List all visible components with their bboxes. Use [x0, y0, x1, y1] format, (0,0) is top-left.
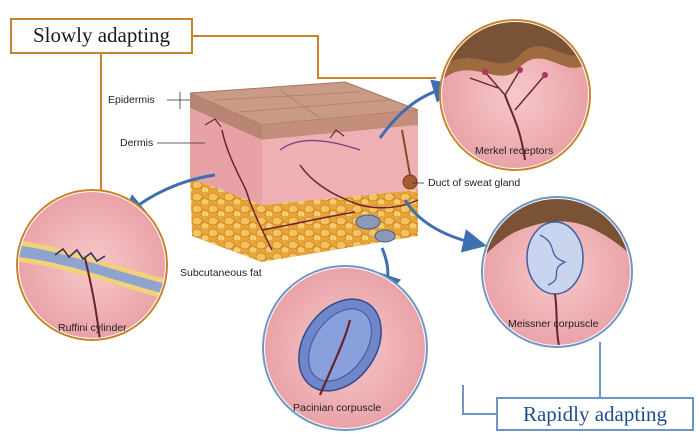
epidermis-leader	[167, 92, 190, 109]
dermis-label: Dermis	[120, 137, 153, 149]
slowly-adapting-label: Slowly adapting	[10, 18, 193, 54]
skin-block	[190, 82, 418, 262]
ruffini-illustration	[15, 190, 170, 340]
rapidly-adapting-label: Rapidly adapting	[496, 397, 694, 431]
slow-connector-top	[193, 36, 436, 78]
meissner-label: Meissner corpuscle	[508, 318, 598, 330]
sweat-duct-label: Duct of sweat gland	[428, 177, 520, 189]
subcutaneous-fat-label: Subcutaneous fat	[180, 267, 262, 279]
epidermis-label: Epidermis	[108, 94, 155, 106]
merkel-label: Merkel receptors	[475, 145, 553, 157]
rapid-connector-left	[463, 385, 496, 414]
pacinian-label: Pacinian corpuscle	[293, 402, 381, 414]
ruffini-label: Ruffini cylinder	[58, 322, 127, 334]
